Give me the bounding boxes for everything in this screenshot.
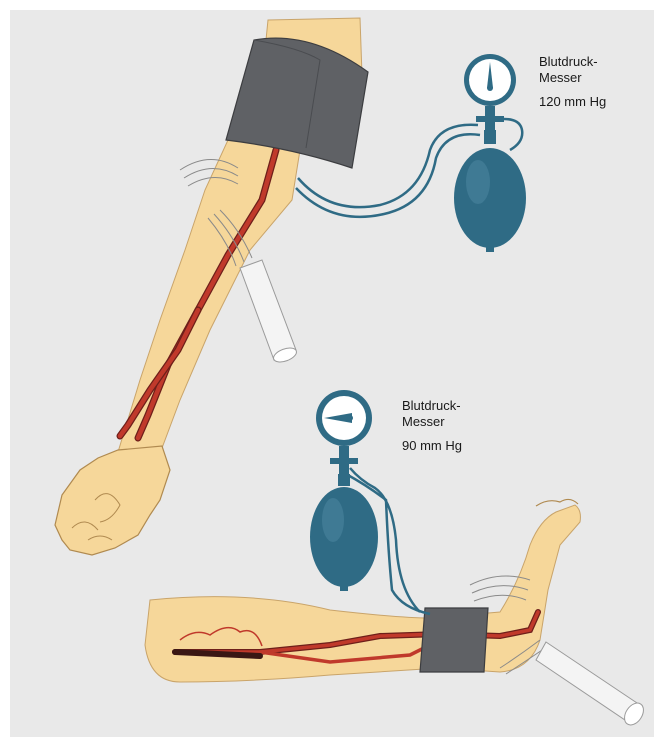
occluded-segment <box>175 652 260 656</box>
gauge-label-top-reading: 120 mm Hg <box>539 94 606 110</box>
gauge-label-top: Blutdruck- Messer 120 mm Hg <box>539 54 606 110</box>
gauge-label-top-line1: Blutdruck- <box>539 54 606 70</box>
gauge-label-bottom-line1: Blutdruck- <box>402 398 462 414</box>
gauge-label-bottom: Blutdruck- Messer 90 mm Hg <box>402 398 462 454</box>
gauge-label-bottom-line2: Messer <box>402 414 462 430</box>
leg-cuff <box>420 608 488 672</box>
gauge-label-top-line2: Messer <box>539 70 606 86</box>
gauge-label-bottom-reading: 90 mm Hg <box>402 438 462 454</box>
